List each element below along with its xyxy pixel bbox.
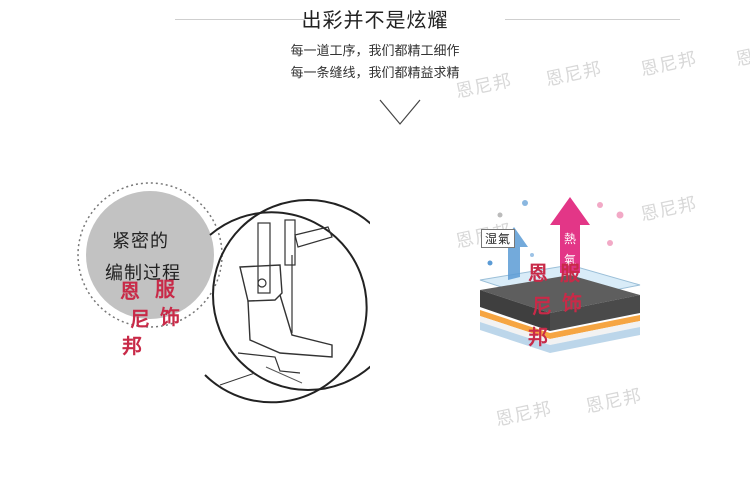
seal-char: 饰: [562, 291, 582, 315]
seal-char: 服: [560, 261, 580, 285]
header-left-line: [175, 19, 305, 20]
fabric-layers-graphic: [479, 197, 641, 353]
seal-char: 邦: [122, 334, 142, 358]
seal-char: 饰: [160, 305, 180, 329]
seal-char: 尼: [130, 307, 150, 331]
seal-char: 服: [155, 277, 175, 301]
watermark: 恩尼邦: [543, 58, 604, 91]
circle-title-line-2: 编制过程: [105, 263, 181, 284]
heat-label-2: 氣: [564, 253, 578, 267]
header-right-line: [505, 19, 680, 20]
seal-char: 恩: [528, 261, 548, 285]
sewing-illustration: 紧密的 编制过程 恩 服 尼 饰 邦: [70, 175, 404, 419]
subtitle-line-1: 每一道工序，我们都精工细作: [290, 44, 460, 59]
watermark: 恩尼邦: [583, 385, 644, 418]
circle-title-line-1: 紧密的: [112, 231, 169, 252]
seal-char: 邦: [528, 325, 548, 349]
seal-char: 尼: [532, 294, 552, 318]
watermark: 恩尼邦: [493, 398, 554, 431]
seal-char: 恩: [120, 279, 140, 303]
heat-label: 熱: [564, 232, 578, 246]
moisture-label: 湿氣: [481, 229, 516, 248]
chevron-down-icon: [379, 99, 421, 125]
subtitle-line-2: 每一条缝线，我们都精益求精: [290, 66, 460, 81]
sewing-machine-graphic: [77, 182, 404, 404]
page-title: 出彩并不是炫耀: [301, 8, 449, 32]
fabric-layers-illustration: 湿氣 熱 氣 恩 服 尼 饰 邦: [470, 185, 660, 374]
